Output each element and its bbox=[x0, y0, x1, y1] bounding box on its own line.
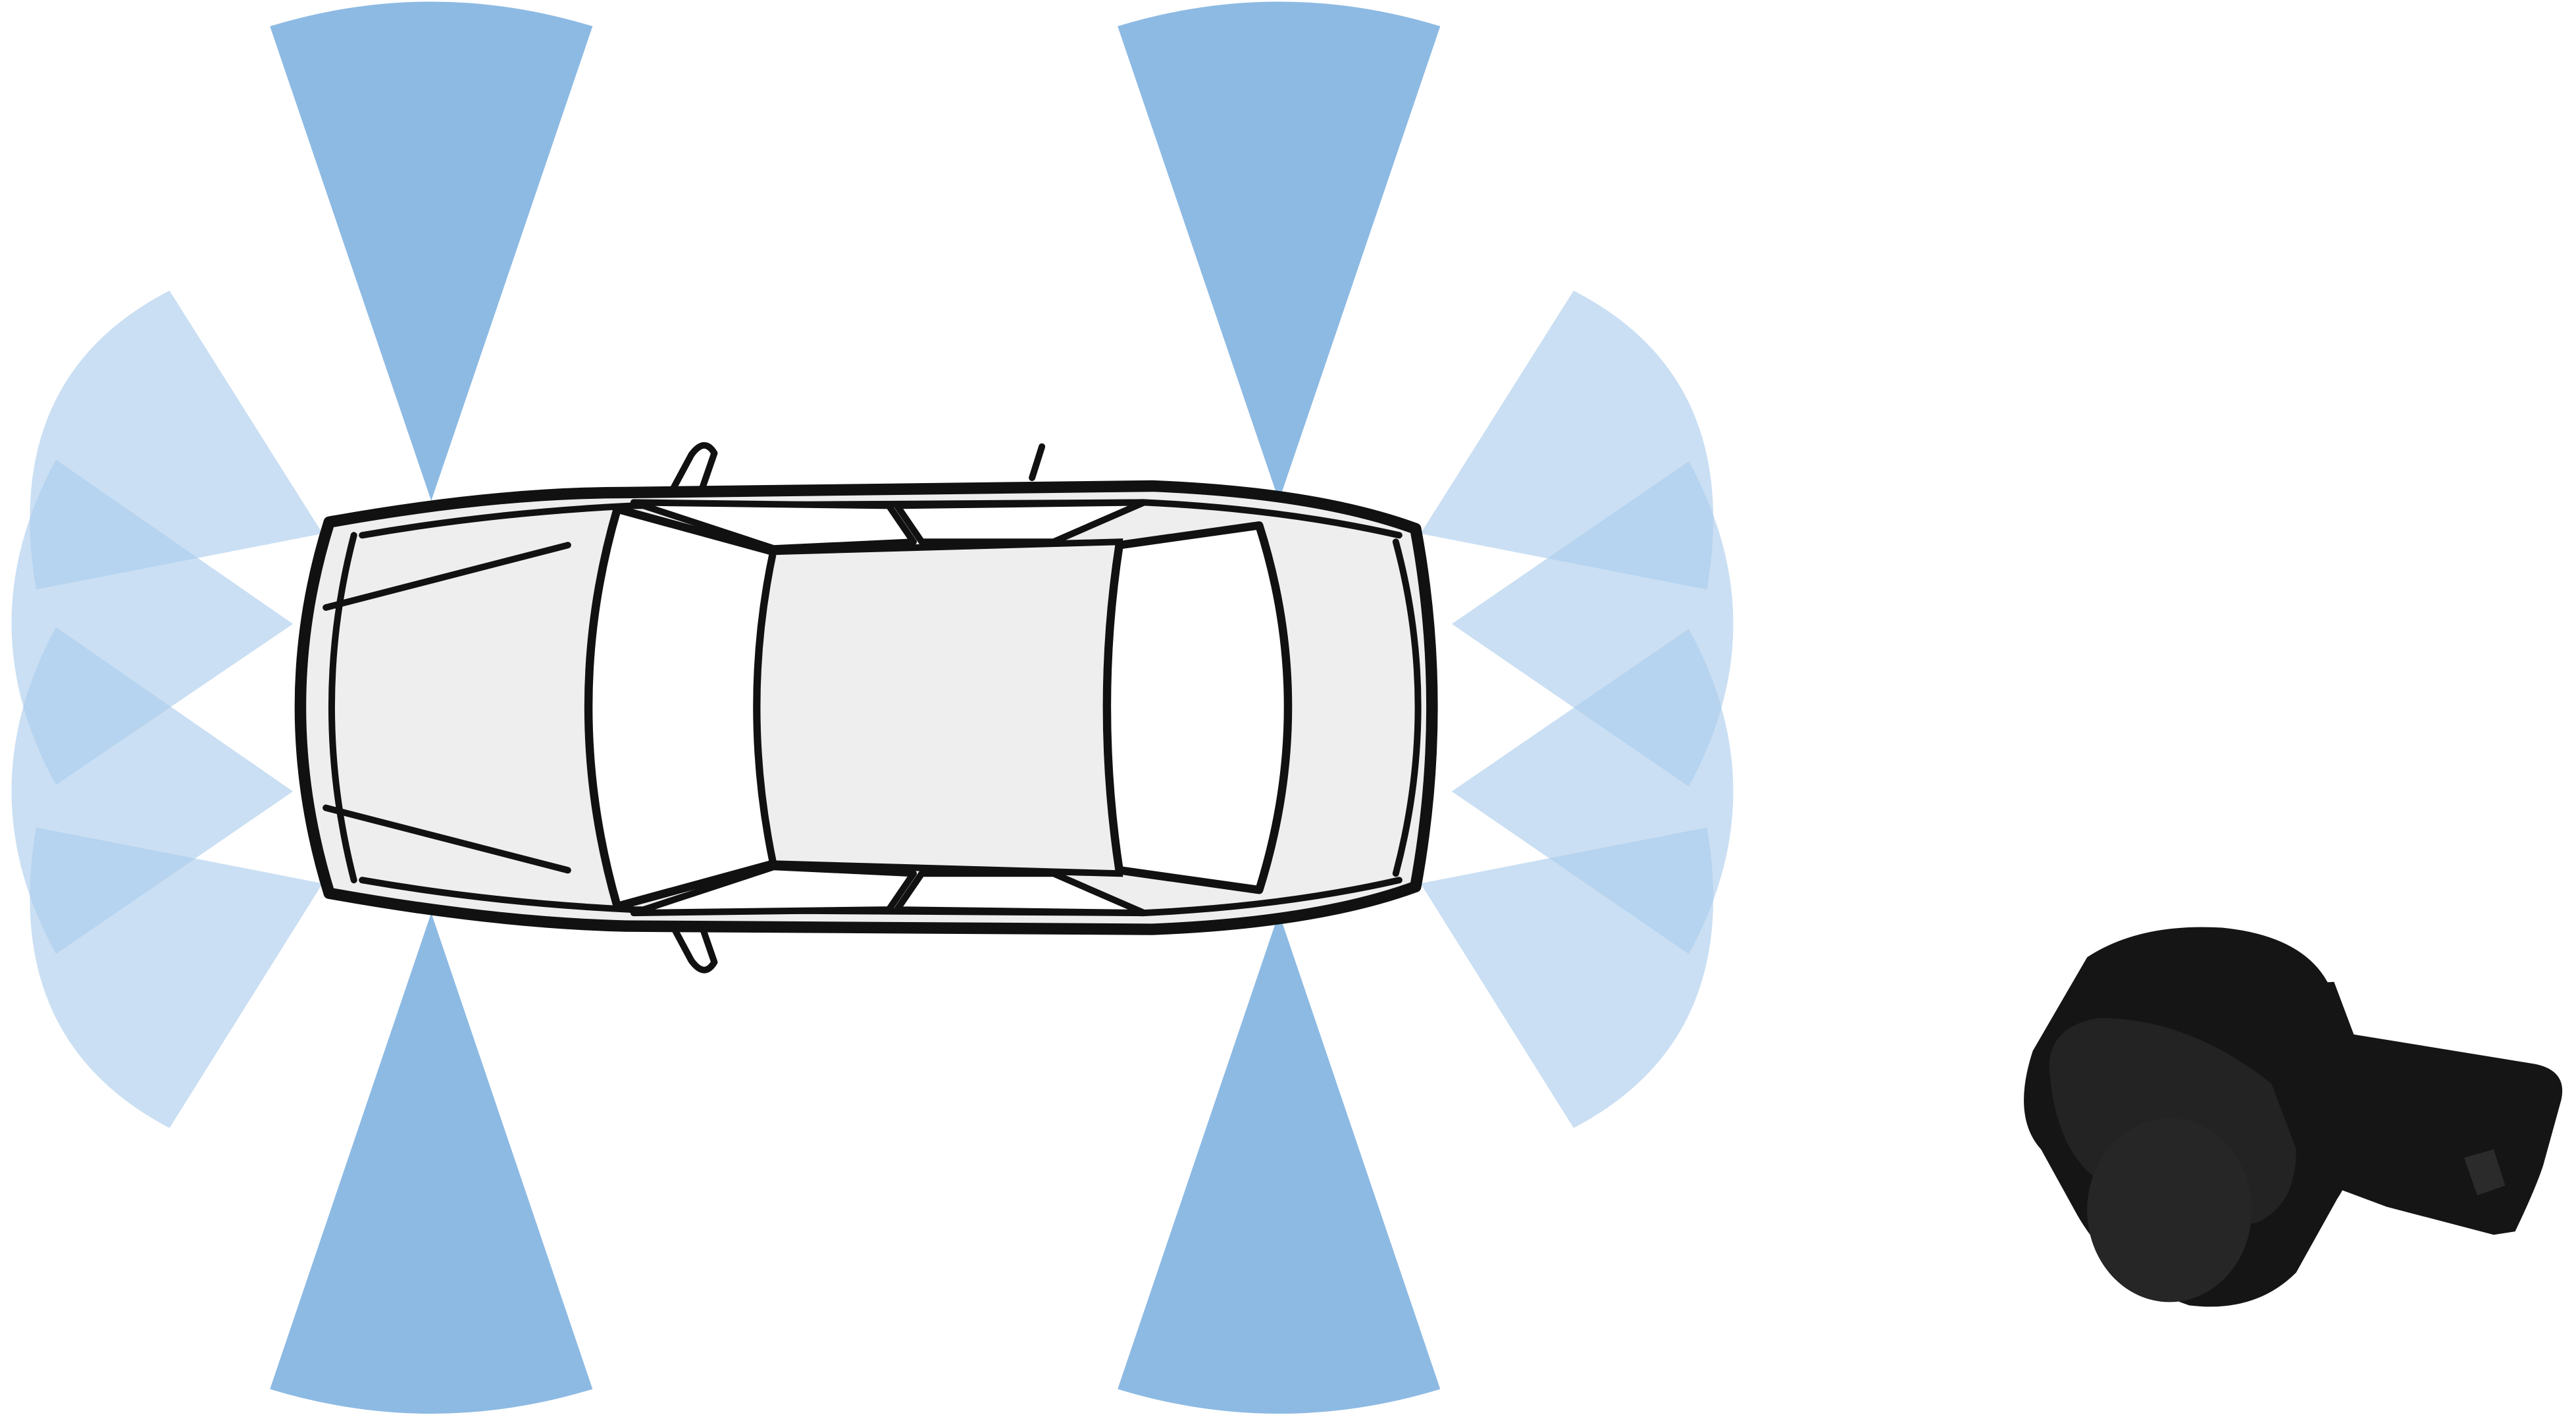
side-window-bottom-front bbox=[630, 863, 917, 917]
antenna bbox=[1029, 443, 1046, 481]
sensor-cone-left-4 bbox=[30, 827, 323, 1128]
sensor-cone-top-left bbox=[270, 1, 593, 501]
sensor-cone-bottom-left bbox=[270, 913, 593, 1414]
sensor-cone-top-right bbox=[1118, 1, 1441, 501]
car-top-view bbox=[294, 442, 1438, 973]
sensor-cones bbox=[11, 1, 1734, 1414]
front-bumper-line bbox=[328, 532, 357, 884]
side-window-top-front bbox=[630, 499, 917, 552]
hood-crease-bottom bbox=[322, 804, 571, 874]
ultrasonic-sensor-part bbox=[2024, 927, 2563, 1307]
roof bbox=[754, 538, 1123, 877]
windshield bbox=[584, 505, 778, 911]
side-window-top-rear bbox=[894, 499, 1148, 546]
sensor-face bbox=[2087, 1118, 2252, 1302]
side-window-bottom-rear bbox=[894, 870, 1148, 917]
sensor-cone-bottom-right bbox=[1118, 913, 1441, 1414]
rear-bumper-line bbox=[1392, 538, 1422, 877]
sensor-connector-latch bbox=[2463, 1149, 2506, 1196]
rear-window bbox=[1102, 521, 1293, 894]
hood-crease-top bbox=[322, 542, 571, 611]
sensor-cone-right-4 bbox=[1420, 827, 1714, 1128]
